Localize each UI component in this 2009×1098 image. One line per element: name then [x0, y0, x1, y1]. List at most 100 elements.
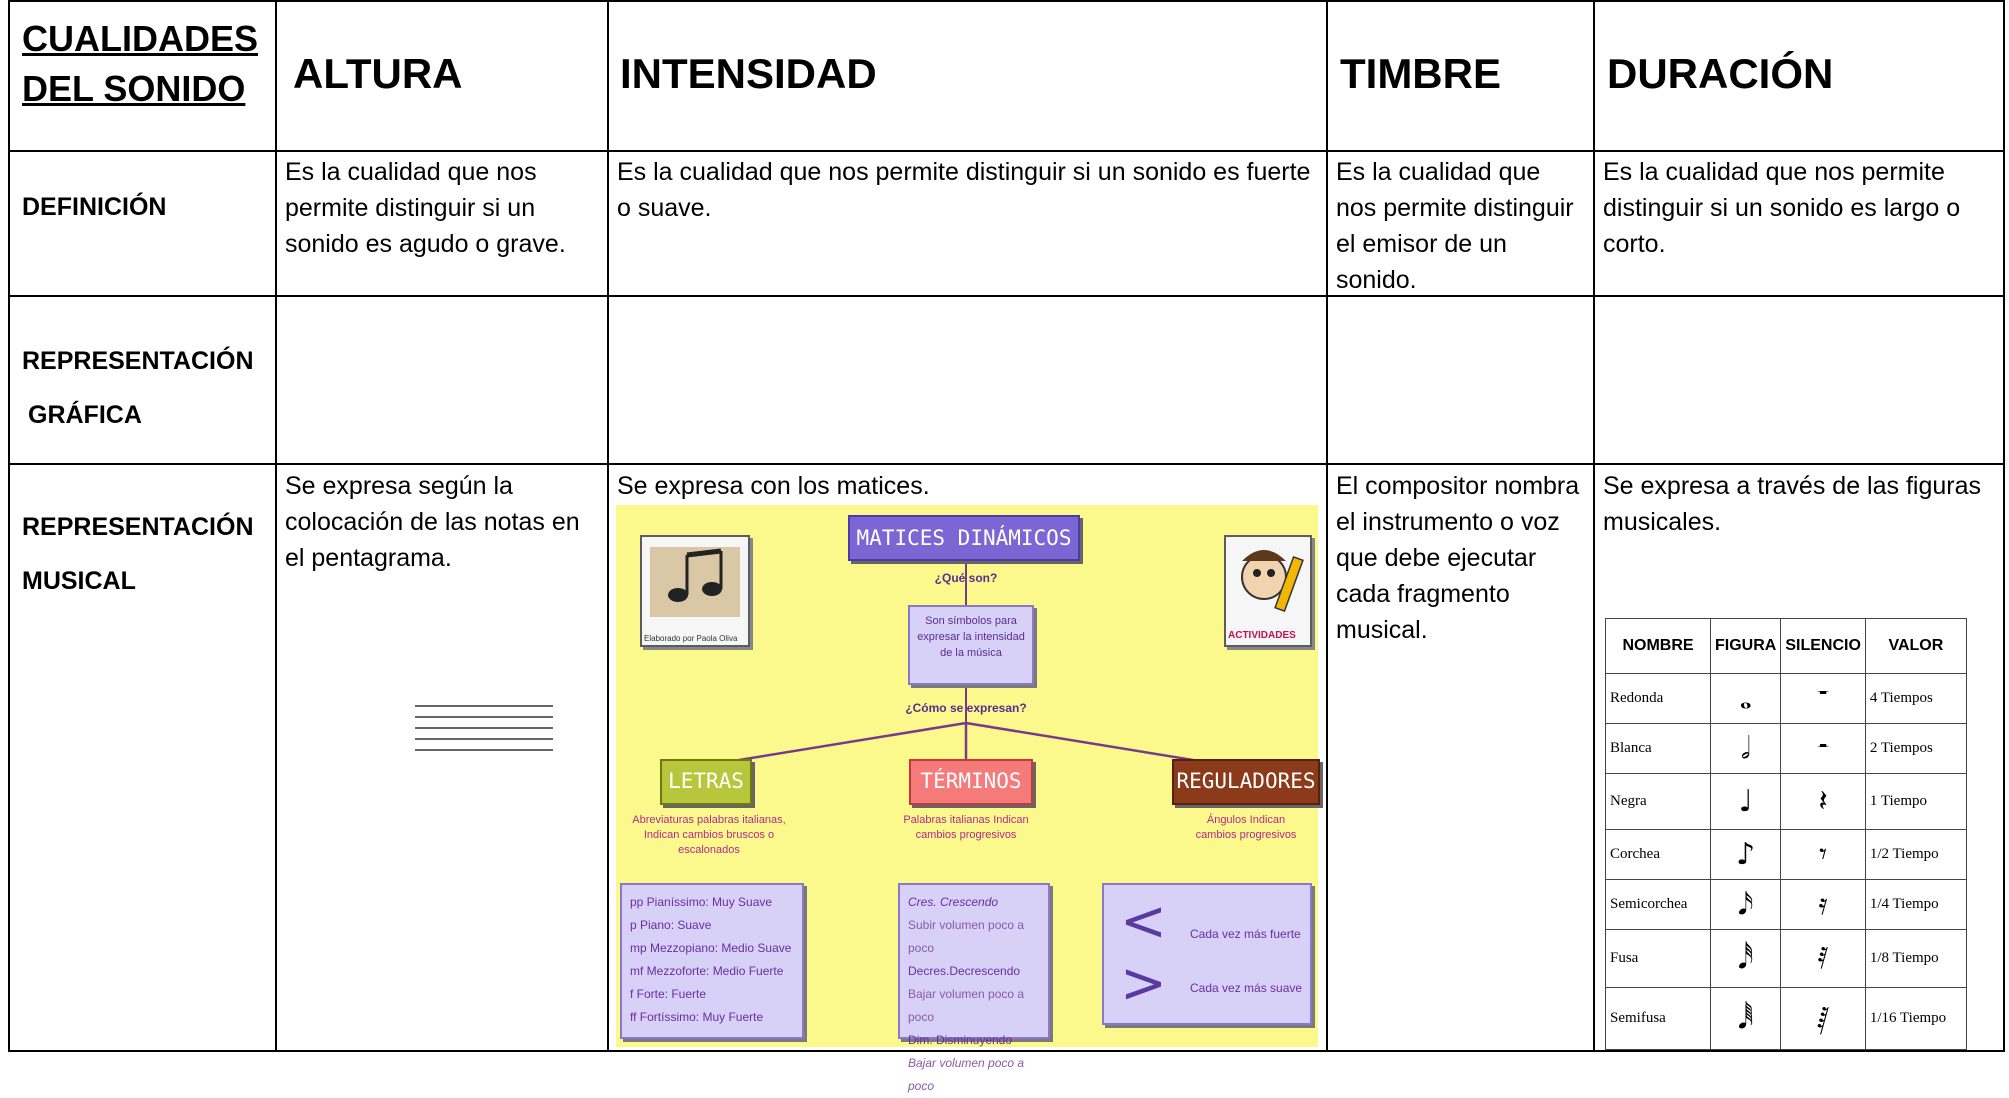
terminos-item: Cres. Crescendo [908, 895, 999, 909]
figures-table-header: VALOR [1864, 618, 1967, 674]
right-picture-caption: ACTIVIDADES [1228, 630, 1296, 641]
letras-item: ff Fortíssimo: Muy Fuerte [630, 1010, 764, 1024]
grid-line [1326, 0, 1328, 1052]
concept-map-question-1: ¿Qué son? [934, 571, 998, 585]
table-row: Blanca 𝅗𝅥 𝄼 2 Tiempos [1605, 723, 1967, 774]
letras-item: f Forte: Fuerte [630, 987, 707, 1001]
figures-table-header: NOMBRE [1605, 618, 1711, 674]
musical-altura: Se expresa según la colocación de las no… [285, 472, 580, 572]
definition-intensidad: Es la cualidad que nos permite distingui… [617, 158, 1311, 222]
figure-value: 1 Tiempo [1864, 773, 1967, 830]
figure-name: Redonda [1605, 673, 1711, 724]
figure-name: Semifusa [1605, 987, 1711, 1050]
letras-item: pp Pianíssimo: Muy Suave [630, 895, 773, 909]
left-picture-caption: Elaborado por Paola Oliva [644, 634, 738, 643]
grid-line [8, 0, 10, 1052]
terminos-description: Palabras italianas Indican cambios progr… [903, 814, 1029, 841]
musical-intensidad: Se expresa con los matices. [617, 472, 930, 500]
table-row: Semifusa 𝅘𝅥𝅱 𝅁 1/16 Tiempo [1605, 987, 1967, 1050]
staff-lines [415, 705, 553, 751]
terminos-list: Cres. Crescendo Subir volumen poco a poc… [898, 883, 1050, 1093]
table-row: Corchea ♪ 𝄾 1/2 Tiempo [1605, 829, 1967, 880]
table-row: Semicorchea 𝅘𝅥𝅯 𝄿 1/4 Tiempo [1605, 879, 1967, 930]
figure-value: 1/2 Tiempo [1864, 829, 1967, 880]
figure-symbol: 𝅘𝅥𝅰 [1709, 929, 1782, 988]
letras-item: mf Mezzoforte: Medio Fuerte [630, 964, 784, 978]
rest-symbol: 𝄽 [1780, 773, 1866, 830]
definition-duracion: Es la cualidad que nos permite distingui… [1603, 158, 1961, 258]
music-notes-picture: Elaborado por Paola Oliva [640, 535, 750, 647]
crescendo-sign: < [1120, 889, 1167, 954]
category-letras: LETRAS [660, 759, 752, 805]
rest-symbol: 𝅀 [1780, 929, 1866, 988]
reguladores-box: < > Cada vez más fuerte Cada vez más sua… [1102, 883, 1312, 1025]
grid-line [2003, 0, 2005, 1052]
terminos-item: Decres.Decrescendo [908, 964, 1021, 978]
reguladores-description: Ángulos Indican cambios progresivos [1195, 814, 1297, 841]
figure-name: Corchea [1605, 829, 1711, 880]
grid-line [8, 463, 2005, 465]
figures-table-header: FIGURA [1709, 618, 1782, 674]
musical-duracion: Se expresa a través de las figuras music… [1603, 472, 1981, 536]
figure-name: Blanca [1605, 723, 1711, 774]
letras-item: p Piano: Suave [630, 918, 712, 932]
corner-title-line2: DEL SONIDO [22, 68, 246, 109]
activities-picture[interactable]: ACTIVIDADES [1224, 535, 1312, 647]
definition-altura: Es la cualidad que nos permite distingui… [285, 158, 566, 258]
grid-line [8, 0, 2005, 2]
rest-symbol: 𝄿 [1780, 879, 1866, 930]
musical-figures-table: NOMBRE FIGURA SILENCIO VALOR Redonda 𝅝 𝄻… [1605, 618, 1967, 1050]
row-label-musical-line1: REPRESENTACIÓN [22, 513, 254, 541]
grid-line [8, 150, 2005, 152]
terminos-item: Subir volumen poco a poco [908, 918, 1025, 955]
rest-symbol: 𝄼 [1780, 723, 1866, 774]
decrescendo-sign: > [1120, 951, 1167, 1016]
letras-description: Abreviaturas palabras italianas, Indican… [632, 814, 786, 856]
concept-map-question-2: ¿Cómo se expresan? [905, 701, 1027, 715]
terminos-item: Bajar volumen poco a poco [908, 1056, 1025, 1093]
figure-value: 2 Tiempos [1864, 723, 1967, 774]
figure-name: Semicorchea [1605, 879, 1711, 930]
figure-symbol: ♪ [1709, 829, 1782, 880]
letras-list: pp Pianíssimo: Muy Suave p Piano: Suave … [620, 883, 804, 1039]
grid-line [8, 295, 2005, 297]
figure-symbol: ♩ [1709, 773, 1782, 830]
rest-symbol: 𝅁 [1780, 987, 1866, 1050]
figure-value: 1/4 Tiempo [1864, 879, 1967, 930]
row-label-definicion: DEFINICIÓN [22, 193, 167, 221]
musical-timbre: El compositor nombra el instrumento o vo… [1336, 472, 1580, 644]
definition-timbre: Es la cualidad que nos permite distingui… [1336, 158, 1574, 294]
figure-symbol: 𝅘𝅥𝅱 [1709, 987, 1782, 1050]
figure-value: 4 Tiempos [1864, 673, 1967, 724]
figure-symbol: 𝅗𝅥 [1709, 723, 1782, 774]
corner-title-line1: CUALIDADES [22, 18, 259, 59]
rest-symbol: 𝄾 [1780, 829, 1866, 880]
row-label-musical-line2: MUSICAL [22, 567, 136, 595]
terminos-item: Dim. Disminuyendo [908, 1033, 1013, 1047]
row-label-musical: REPRESENTACIÓN MUSICAL [22, 500, 254, 608]
table-row: Fusa 𝅘𝅥𝅰 𝅀 1/8 Tiempo [1605, 929, 1967, 988]
row-label-grafica-line1: REPRESENTACIÓN [22, 347, 254, 375]
dynamics-concept-map: MATICES DINÁMICOS ¿Qué son? Son símbolos… [616, 505, 1320, 1093]
category-terminos: TÉRMINOS [909, 759, 1033, 805]
decrescendo-text: Cada vez más suave [1190, 981, 1303, 995]
rest-symbol: 𝄻 [1780, 673, 1866, 724]
column-header-timbre: TIMBRE [1340, 50, 1501, 97]
figure-symbol: 𝅝 [1709, 673, 1782, 724]
category-reguladores: REGULADORES [1172, 759, 1320, 805]
column-header-intensidad: INTENSIDAD [620, 50, 877, 97]
figure-value: 1/8 Tiempo [1864, 929, 1967, 988]
table-corner-title: CUALIDADES DEL SONIDO [22, 14, 262, 114]
column-header-altura: ALTURA [293, 50, 463, 97]
concept-map-definition: Son símbolos para expresar la intensidad… [908, 605, 1034, 685]
table-row: Negra ♩ 𝄽 1 Tiempo [1605, 773, 1967, 830]
figure-name: Fusa [1605, 929, 1711, 988]
letras-item: mp Mezzopiano: Medio Suave [630, 941, 792, 955]
figure-value: 1/16 Tiempo [1864, 987, 1967, 1050]
grid-line [1593, 0, 1595, 1052]
terminos-item: Bajar volumen poco a poco [908, 987, 1025, 1024]
table-row: Redonda 𝅝 𝄻 4 Tiempos [1605, 673, 1967, 724]
crescendo-text: Cada vez más fuerte [1190, 927, 1301, 941]
music-notes-icon [650, 547, 740, 617]
row-label-grafica-line2: GRÁFICA [28, 401, 142, 429]
